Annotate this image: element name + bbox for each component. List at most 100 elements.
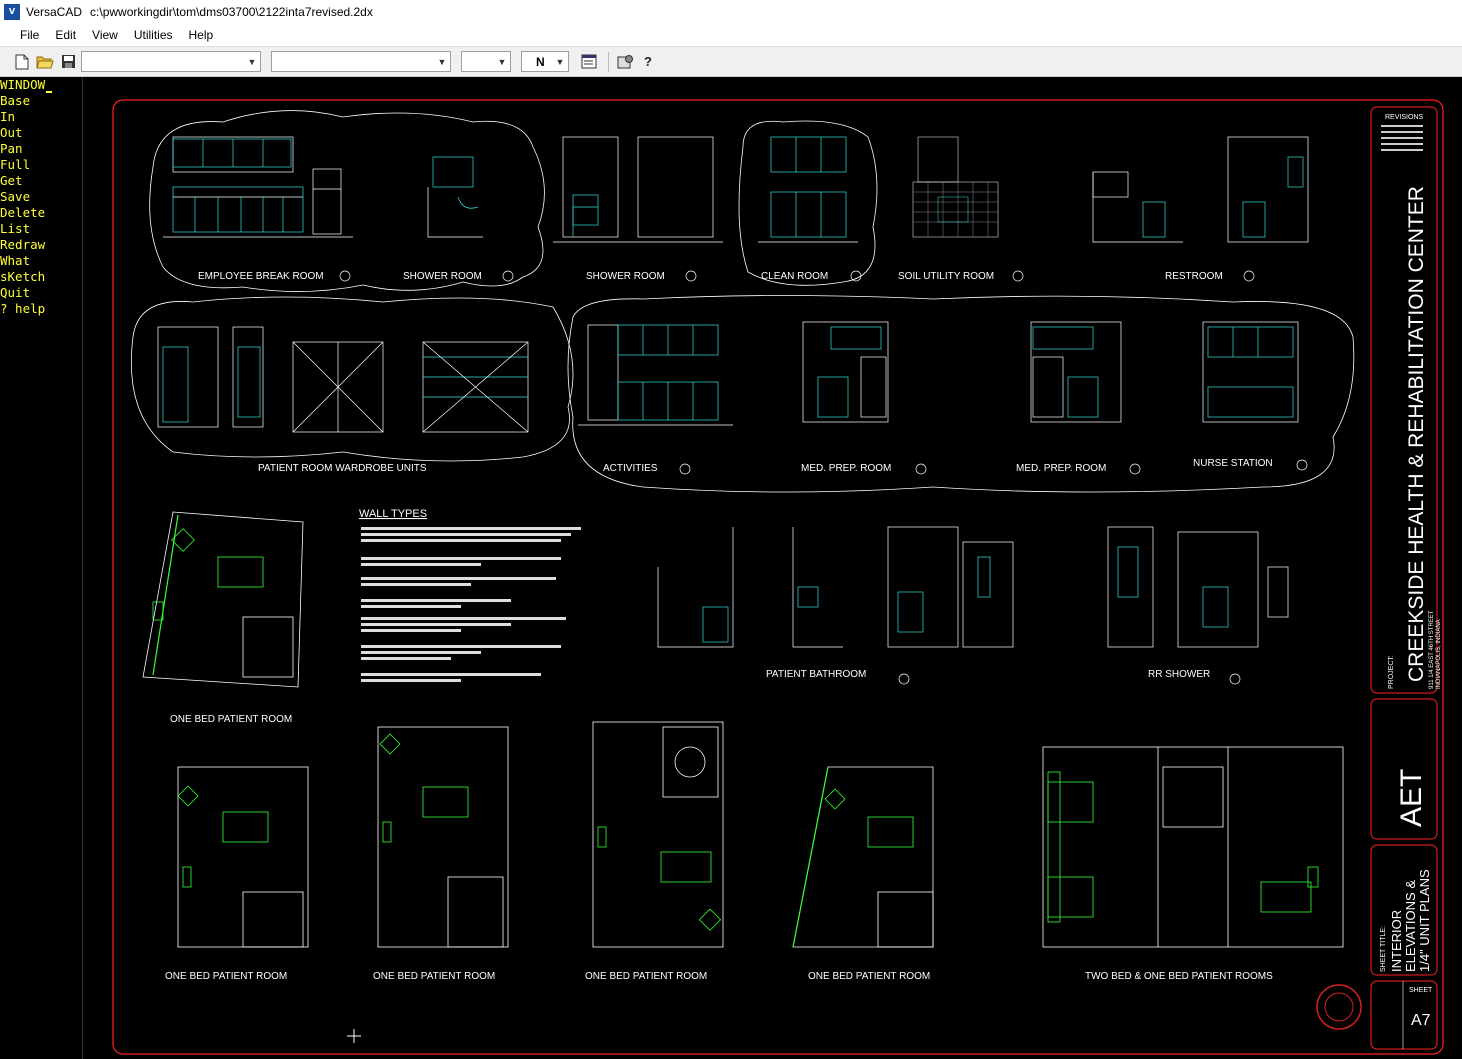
wardrobe-units-elevation xyxy=(157,326,529,433)
label-activities: ACTIVITIES xyxy=(603,463,658,474)
menu-view[interactable]: View xyxy=(92,27,118,42)
shower-room-elevation xyxy=(553,136,723,243)
revisions-label: REVISIONS xyxy=(1385,114,1423,121)
command-redraw[interactable]: Redraw xyxy=(0,237,46,252)
command-full[interactable]: Full xyxy=(0,157,31,172)
settings-icon[interactable] xyxy=(615,52,635,72)
chevron-down-icon: ▼ xyxy=(555,56,565,67)
sheet-title-line-3: 1/4" UNIT PLANS xyxy=(1417,869,1432,972)
new-file-icon[interactable] xyxy=(12,52,32,72)
command-base[interactable]: Base xyxy=(0,93,31,108)
detail-marker xyxy=(339,270,351,282)
architect-seal xyxy=(1316,984,1362,1030)
detail-marker xyxy=(1129,463,1141,475)
drawing-sheet: EMPLOYEE BREAK ROOM SHOWER ROOM SHOWER R… xyxy=(112,99,1444,1055)
label-soil-utility-room: SOIL UTILITY ROOM xyxy=(898,271,994,282)
command-in[interactable]: In xyxy=(0,109,16,124)
label-one-bed-2: ONE BED PATIENT ROOM xyxy=(165,971,287,982)
menu-file[interactable]: File xyxy=(20,27,40,42)
toolbar-separator xyxy=(608,51,609,72)
patient-bathroom-elevations xyxy=(657,526,1014,648)
title-block-firm xyxy=(1370,698,1438,840)
detail-marker xyxy=(1243,270,1255,282)
wall-types-title: WALL TYPES xyxy=(359,508,427,520)
label-med-prep-1: MED. PREP. ROOM xyxy=(801,463,891,474)
detail-marker xyxy=(1296,459,1308,471)
med-prep-elevation-2 xyxy=(1030,321,1122,423)
clean-room-elevation xyxy=(758,136,858,243)
label-clean-room: CLEAN ROOM xyxy=(761,271,828,282)
save-disk-icon[interactable] xyxy=(58,52,78,72)
employee-break-room-elevation xyxy=(163,136,483,238)
revision-cloud xyxy=(738,120,878,286)
project-address-line-2: INDIANAPOLIS, INDIANA xyxy=(1436,619,1442,689)
two-bed-plan xyxy=(1042,746,1344,948)
detail-marker xyxy=(1229,673,1241,685)
command-window[interactable]: WINDOW xyxy=(0,77,82,93)
chevron-down-icon: ▼ xyxy=(497,56,507,67)
style-combo[interactable]: ▼ xyxy=(271,51,451,72)
command-sketch[interactable]: sKetch xyxy=(0,269,46,284)
one-bed-plan-3 xyxy=(377,726,509,948)
sheet-title-line-2: ELEVATIONS & xyxy=(1403,880,1418,972)
crosshair-cursor xyxy=(347,1029,361,1043)
open-folder-icon[interactable] xyxy=(35,52,55,72)
label-restroom: RESTROOM xyxy=(1165,271,1223,282)
wall-types-notes xyxy=(361,527,581,682)
command-pan[interactable]: Pan xyxy=(0,141,23,156)
architect-seal-inner xyxy=(1324,992,1354,1022)
one-bed-plan-large xyxy=(142,511,304,688)
activities-elevation xyxy=(578,324,733,426)
pen-combo[interactable]: ▼ xyxy=(461,51,511,72)
menu-utilities[interactable]: Utilities xyxy=(133,27,173,42)
sheet-label: SHEET xyxy=(1409,987,1433,994)
menu-edit[interactable]: Edit xyxy=(55,27,77,42)
one-bed-plan-2 xyxy=(177,766,309,948)
command-get[interactable]: Get xyxy=(0,173,23,188)
title-block-sheet-title xyxy=(1370,844,1438,976)
app-name: VersaCAD xyxy=(26,4,83,19)
label-patient-bathroom: PATIENT BATHROOM xyxy=(766,669,866,680)
chevron-down-icon: ▼ xyxy=(247,56,257,67)
command-list[interactable]: List xyxy=(0,221,31,236)
label-med-prep-2: MED. PREP. ROOM xyxy=(1016,463,1106,474)
project-label: PROJECT: xyxy=(1388,655,1395,689)
command-out[interactable]: Out xyxy=(0,125,23,140)
layer-combo[interactable]: ▼ xyxy=(81,51,261,72)
project-title: CREEKSIDE HEALTH & REHABILITATION CENTER xyxy=(1405,186,1428,682)
label-one-bed-3: ONE BED PATIENT ROOM xyxy=(373,971,495,982)
one-bed-plan-4 xyxy=(592,721,724,948)
one-bed-plan-5 xyxy=(792,766,934,948)
chevron-down-icon: ▼ xyxy=(437,56,447,67)
label-employee-break-room: EMPLOYEE BREAK ROOM xyxy=(198,271,324,282)
command-quit[interactable]: Quit xyxy=(0,285,31,300)
help-icon[interactable]: ? xyxy=(644,54,652,69)
drawing-canvas[interactable]: EMPLOYEE BREAK ROOM SHOWER ROOM SHOWER R… xyxy=(82,77,1462,1059)
label-shower-room-2: SHOWER ROOM xyxy=(586,271,665,282)
detail-marker xyxy=(685,270,697,282)
restroom-elevation xyxy=(1092,136,1309,243)
label-one-bed-5: ONE BED PATIENT ROOM xyxy=(808,971,930,982)
command-save[interactable]: Save xyxy=(0,189,31,204)
sheet-border xyxy=(112,99,1444,1055)
menu-bar: File Edit View Utilities Help xyxy=(0,23,1462,47)
versacad-app-icon[interactable]: V xyxy=(4,3,20,20)
detail-marker xyxy=(915,463,927,475)
properties-icon[interactable] xyxy=(579,52,599,72)
command-what[interactable]: What xyxy=(0,253,31,268)
command-help[interactable]: ? help xyxy=(0,301,46,316)
detail-marker xyxy=(1012,270,1024,282)
text-cursor xyxy=(46,91,53,93)
sheet-title-label: SHEET TITLE: xyxy=(1380,926,1387,972)
label-one-bed-4: ONE BED PATIENT ROOM xyxy=(585,971,707,982)
detail-marker xyxy=(502,270,514,282)
sheet-title-line-1: INTERIOR xyxy=(1389,910,1404,972)
grid-combo[interactable]: N ▼ xyxy=(521,51,569,72)
revisions-list xyxy=(1381,125,1423,151)
detail-marker xyxy=(850,270,862,282)
med-prep-elevation-1 xyxy=(802,321,889,423)
title-bar: V VersaCAD c:\pwworkingdir\tom\dms03700\… xyxy=(0,0,1462,23)
menu-help[interactable]: Help xyxy=(188,27,214,42)
command-delete[interactable]: Delete xyxy=(0,205,46,220)
soil-utility-elevation xyxy=(912,136,999,238)
